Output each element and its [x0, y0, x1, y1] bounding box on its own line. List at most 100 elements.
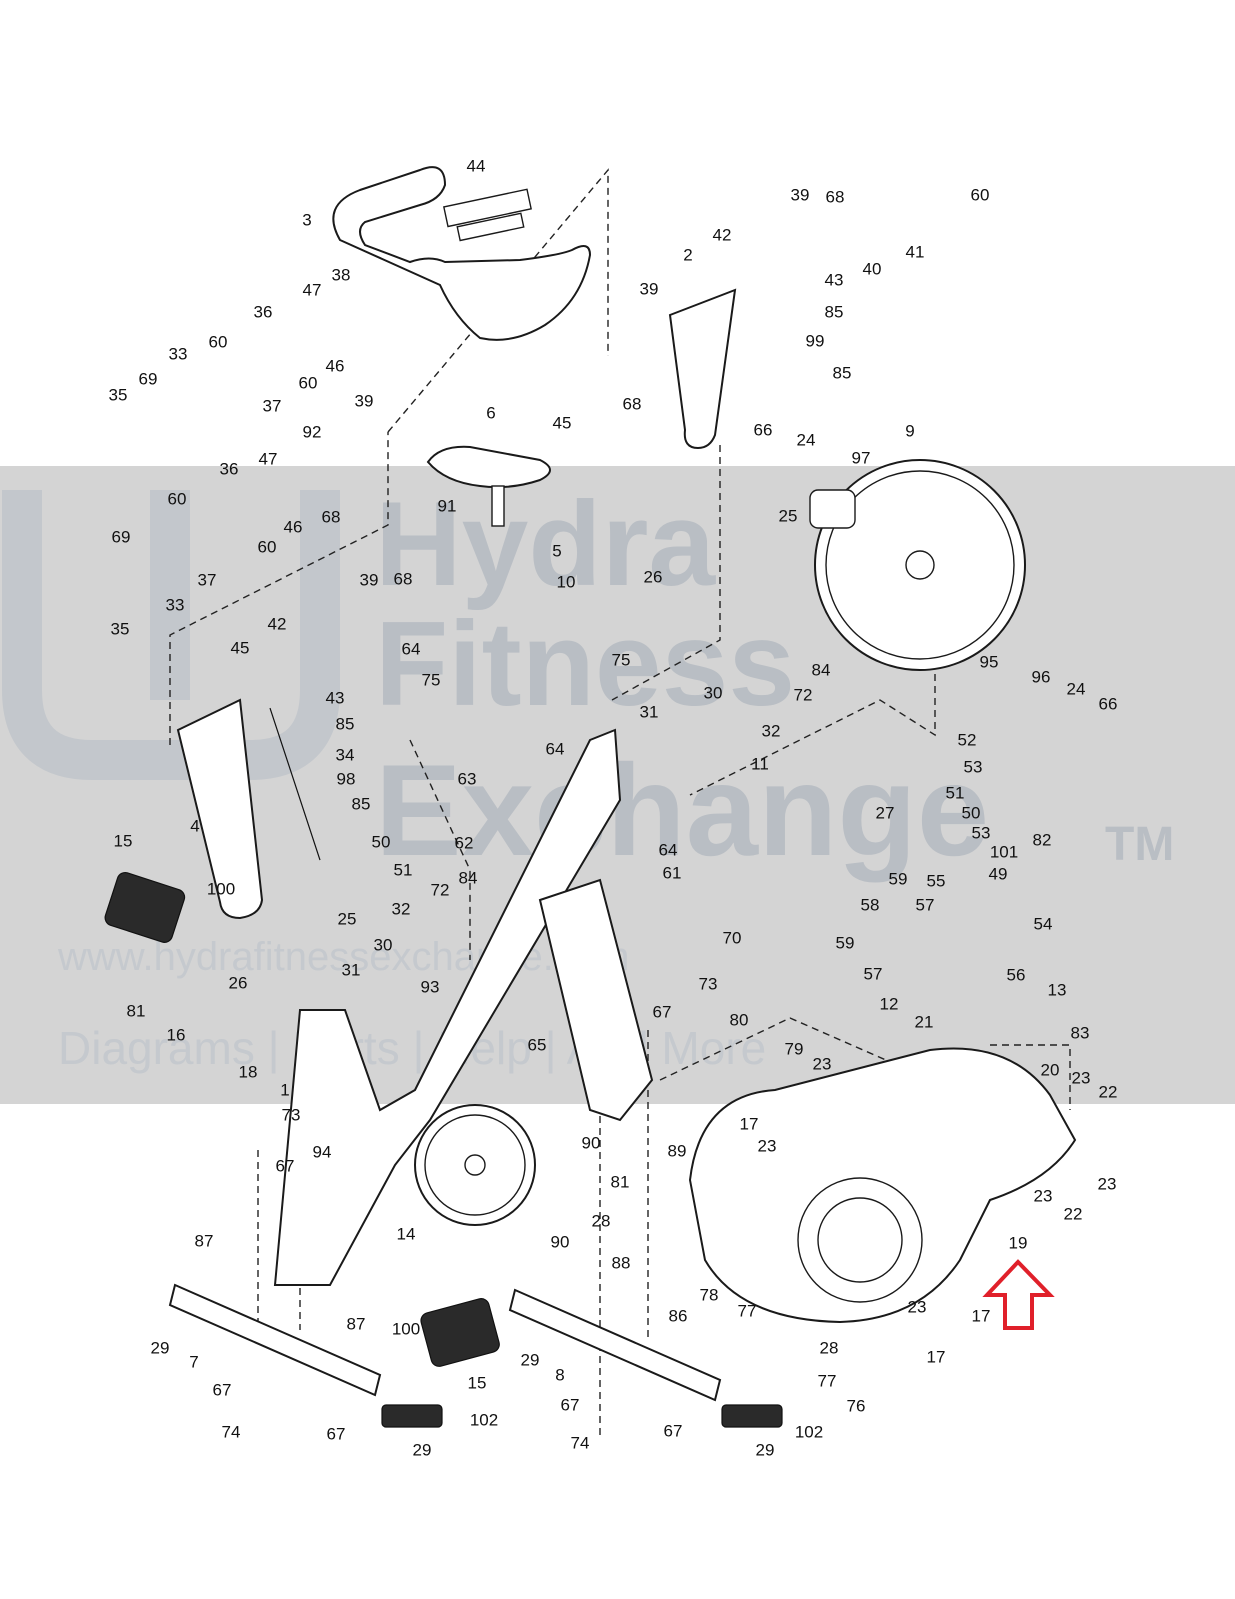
callout-label: 60: [258, 537, 277, 556]
callout-label: 22: [1064, 1204, 1083, 1223]
callout-label: 36: [254, 302, 273, 321]
callout-label: 39: [791, 185, 810, 204]
callout-label: 2: [683, 245, 692, 264]
callout-label: 24: [797, 430, 816, 449]
callout-label: 93: [421, 977, 440, 996]
callout-label: 43: [825, 270, 844, 289]
callout-label: 101: [990, 842, 1018, 861]
drive-sprocket-part: [414, 1104, 536, 1226]
callout-label: 47: [303, 280, 322, 299]
callout-label: 66: [754, 420, 773, 439]
leveler-part: [381, 1404, 783, 1428]
rear-stabilizer-part: [508, 1288, 722, 1402]
callout-label: 67: [327, 1424, 346, 1443]
callout-label: 63: [458, 769, 477, 788]
callout-label: 41: [906, 242, 925, 261]
callout-label: 69: [112, 527, 131, 546]
callout-label: 3: [302, 210, 311, 229]
callout-label: 23: [758, 1136, 777, 1155]
callout-label: 45: [231, 638, 250, 657]
callout-label: 9: [905, 421, 914, 440]
callout-label: 25: [779, 506, 798, 525]
callout-label: 30: [704, 683, 723, 702]
callout-label: 90: [582, 1133, 601, 1152]
callout-label: 64: [546, 739, 565, 758]
callout-label: 92: [303, 422, 322, 441]
callout-label: 98: [337, 769, 356, 788]
callout-label: 53: [964, 757, 983, 776]
handlebar-post-part: [668, 288, 737, 450]
callout-label: 31: [640, 702, 659, 721]
callout-label: 40: [863, 259, 882, 278]
callout-label: 60: [299, 373, 318, 392]
callout-label: 78: [700, 1285, 719, 1304]
callout-label: 99: [806, 331, 825, 350]
seat-post-part: [176, 698, 321, 920]
callout-label: 72: [431, 880, 450, 899]
callout-label: 46: [284, 517, 303, 536]
watermark-trademark: TM: [1105, 818, 1174, 871]
callout-label: 51: [394, 860, 413, 879]
callout-label: 84: [812, 660, 831, 679]
callout-label: 100: [207, 879, 235, 898]
callout-label: 17: [927, 1347, 946, 1366]
callout-label: 80: [730, 1010, 749, 1029]
callout-label: 61: [663, 863, 682, 882]
callout-label: 11: [751, 754, 769, 773]
callout-label: 33: [166, 595, 185, 614]
callout-label: 67: [213, 1380, 232, 1399]
callout-label: 90: [551, 1232, 570, 1251]
callout-label: 23: [908, 1297, 927, 1316]
callout-label: 10: [557, 572, 576, 591]
callout-label: 85: [336, 714, 355, 733]
callout-label: 4: [190, 816, 199, 835]
callout-label: 51: [946, 783, 965, 802]
callout-label: 42: [713, 225, 732, 244]
callout-label: 6: [486, 403, 495, 422]
callout-label: 75: [422, 670, 441, 689]
callout-label: 68: [322, 507, 341, 526]
callout-label: 26: [229, 973, 248, 992]
flywheel-part: [809, 459, 1026, 671]
callout-label: 85: [825, 302, 844, 321]
callout-label: 67: [561, 1395, 580, 1414]
callout-label: 75: [612, 650, 631, 669]
callout-label: 13: [1048, 980, 1067, 999]
callout-label: 17: [740, 1114, 759, 1133]
callout-label: 15: [114, 831, 133, 850]
callout-label: 39: [360, 570, 379, 589]
callout-label: 59: [836, 933, 855, 952]
watermark-line2: Fitness: [375, 597, 795, 731]
callout-label: 28: [592, 1211, 611, 1230]
callout-label: 54: [1034, 914, 1053, 933]
callout-label: 12: [880, 994, 899, 1013]
callout-label: 72: [794, 685, 813, 704]
callout-label: 29: [521, 1350, 540, 1369]
callout-label: 59: [889, 869, 908, 888]
callout-label: 23: [1034, 1186, 1053, 1205]
callout-label: 62: [455, 833, 474, 852]
callout-label: 27: [876, 803, 895, 822]
callout-label: 52: [958, 730, 977, 749]
callout-label: 50: [372, 832, 391, 851]
callout-label: 67: [276, 1156, 295, 1175]
callout-label: 28: [820, 1338, 839, 1357]
callout-label: 18: [239, 1062, 258, 1081]
callout-label: 22: [1099, 1082, 1118, 1101]
callout-label: 35: [111, 619, 130, 638]
callout-label: 20: [1041, 1060, 1060, 1079]
callout-label: 36: [220, 459, 239, 478]
callout-label: 64: [659, 840, 678, 859]
callout-label: 25: [338, 909, 357, 928]
callout-label: 53: [972, 823, 991, 842]
callout-label: 50: [962, 803, 981, 822]
callout-label: 102: [470, 1410, 498, 1429]
callout-label: 57: [916, 895, 935, 914]
callout-label: 15: [468, 1373, 487, 1392]
callout-label: 68: [394, 569, 413, 588]
callout-label: 35: [109, 385, 128, 404]
callout-label: 55: [927, 871, 946, 890]
callout-label: 37: [263, 396, 282, 415]
callout-label: 65: [528, 1035, 547, 1054]
callout-label: 14: [397, 1224, 416, 1243]
